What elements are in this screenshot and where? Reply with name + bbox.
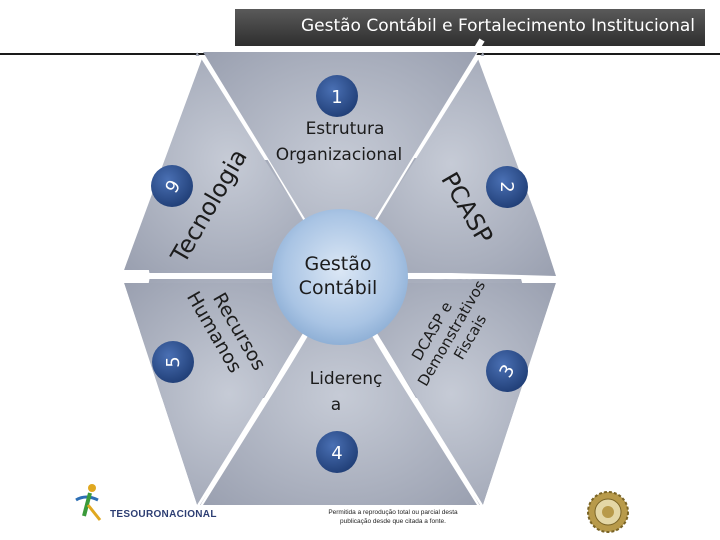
segment-4-label-line-2: a [331,395,341,415]
svg-text:2: 2 [496,181,517,192]
footer-note-line-2: publicação desde que citada a fonte. [340,518,446,525]
svg-text:1: 1 [331,87,342,108]
footer-note: Permitida a reprodução total ou parcial … [298,508,488,526]
center-circle [272,209,408,345]
number-badge-6: 6 [151,165,193,207]
segment-1-label-line-2: Organizacional [276,145,403,165]
segment-1-label-line-1: Estrutura [306,119,385,139]
number-badge-1: 1 [316,75,358,117]
number-badge-4: 4 [316,431,358,473]
center-label-line-2: Contábil [299,277,378,299]
hexagon-pieces [124,52,556,505]
segment-4-label-line-1: Liderenç [310,369,383,389]
tesouro-logo-icon [75,484,102,521]
number-badge-3: 3 [486,350,528,392]
number-badge-5: 5 [152,341,194,383]
page-title: Gestão Contábil e Fortalecimento Institu… [300,16,695,36]
number-badge-2: 2 [486,166,528,208]
svg-text:5: 5 [163,356,184,367]
center-label-line-1: Gestão [304,253,371,275]
footer-note-line-1: Permitida a reprodução total ou parcial … [328,509,458,516]
header-bar: Gestão Contábil e Fortalecimento Institu… [235,9,705,46]
tesouro-logo-text: TESOURONACIONAL [110,509,217,520]
svg-text:4: 4 [331,443,342,464]
seal-icon [587,491,629,533]
